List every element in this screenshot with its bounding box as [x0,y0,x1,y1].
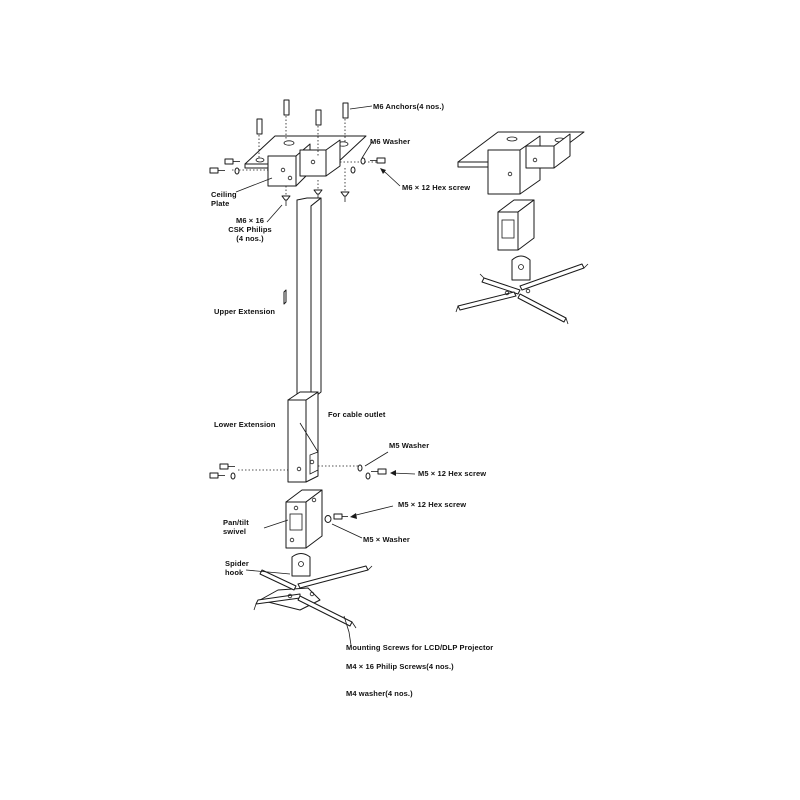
label-m6-csk: M6 × 16 CSK Philips (4 nos.) [226,216,274,243]
label-pan-tilt-line2: swivel [223,527,247,536]
label-pan-tilt: Pan/tilt swivel [223,518,249,536]
label-m4-washer: M4 washer(4 nos.) [346,689,413,698]
label-spider-hook-line1: Spider [225,559,249,568]
label-m5-hex-screw-1: M5 × 12 Hex screw [418,469,487,478]
label-pan-tilt-line1: Pan/tilt [223,518,249,527]
label-upper-extension: Upper Extension [214,307,276,316]
pan-tilt-swivel [285,489,323,549]
anchors [256,99,349,135]
label-ceiling-plate-line1: Ceiling [211,190,237,199]
label-mounting-screws: Mounting Screws for LCD/DLP Projector [346,643,494,652]
label-m5x-washer: M5 × Washer [363,535,410,544]
label-m6-csk-line2: CSK Philips [228,225,272,234]
label-cable-outlet: For cable outlet [328,410,386,419]
label-m6-washer: M6 Washer [370,137,411,146]
spider-bracket [253,553,373,629]
ceiling-plate [244,135,367,187]
label-m6-csk-line1: M6 × 16 [235,216,264,225]
m5-side-screws [209,463,387,480]
assembled-view [455,131,589,325]
label-m6-anchors: M6 Anchors(4 nos.) [373,102,445,111]
label-lower-extension: Lower Extension [214,420,276,429]
label-ceiling-plate-line2: Plate [211,199,230,208]
label-m5-hex-screw-2: M5 × 12 Hex screw [398,500,467,509]
label-m5-washer: M5 Washer [389,441,430,450]
csk-screws [281,189,350,206]
m6-side-screws [209,157,386,175]
label-m6-csk-line3: (4 nos.) [236,234,264,243]
label-m6-hex-screw: M6 × 12 Hex screw [402,183,471,192]
extension-pole [283,197,322,483]
label-ceiling-plate: Ceiling Plate [211,190,237,208]
label-spider-hook: Spider hook [225,559,249,577]
label-m4-philip: M4 × 16 Philip Screws(4 nos.) [346,662,454,671]
label-spider-hook-line2: hook [225,568,244,577]
